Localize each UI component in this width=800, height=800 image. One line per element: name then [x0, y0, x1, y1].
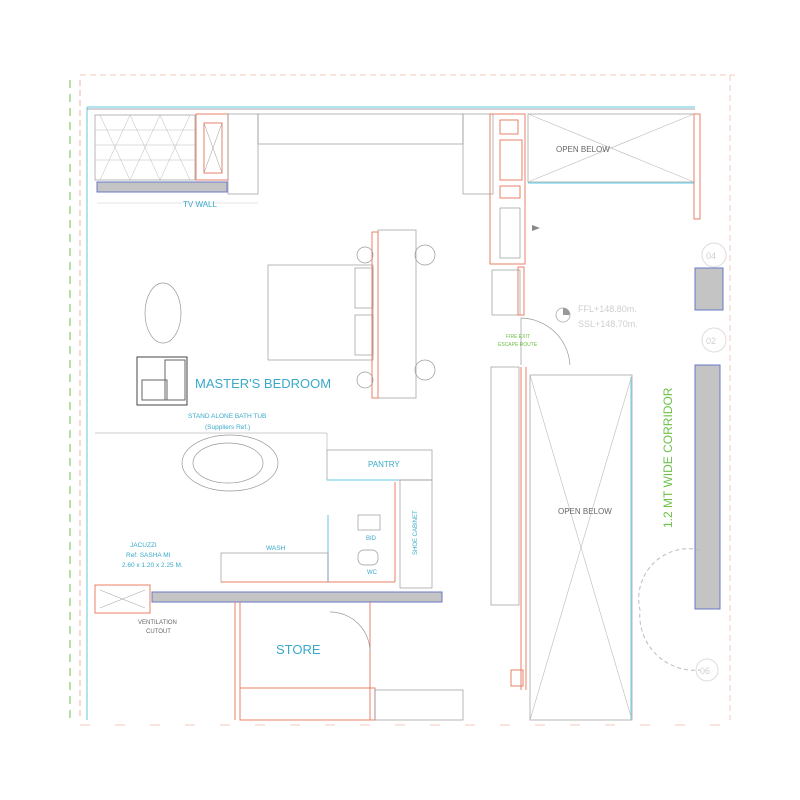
bath-tub-label: STAND ALONE BATH TUB [188, 413, 266, 420]
services-shaft [489, 113, 540, 316]
cutout-label: CUTOUT [146, 629, 171, 635]
ffl-label: FFL+148.80m. [578, 304, 637, 314]
ventilation-cutout [94, 584, 151, 614]
bed [267, 229, 436, 399]
ssl-label: SSL+148.70m. [578, 319, 638, 329]
wc-label: WC [367, 570, 378, 576]
svg-text:04: 04 [706, 251, 716, 261]
escape-route-label: ESCAPE ROUTE [498, 342, 538, 348]
concrete-wall-corridor [694, 364, 721, 610]
shoe-cabinet [399, 479, 433, 589]
svg-text:06: 06 [700, 666, 710, 676]
open-below-label-main: OPEN BELOW [558, 507, 612, 516]
masters-bedroom-label: MASTER'S BEDROOM [195, 376, 331, 391]
grid-bubble: 04 [701, 242, 727, 268]
wc [357, 549, 379, 566]
wash-counter [220, 552, 329, 583]
store-label: STORE [276, 642, 321, 657]
grid-bubble: 06 [695, 658, 719, 682]
wash-label: WASH [266, 545, 286, 552]
store-room [234, 602, 464, 721]
svg-text:02: 02 [706, 336, 716, 346]
open-below-void-top [527, 113, 701, 220]
open-below-void-main [529, 374, 633, 721]
corridor-label: 1.2 MT WIDE CORRIDOR [661, 387, 675, 528]
rug [144, 282, 182, 344]
open-below-label-top: OPEN BELOW [556, 145, 610, 154]
bath-tub-ref-label: (Suppliers Ref.) [205, 424, 250, 431]
bid-label: BID [366, 536, 377, 542]
grid-bubble: 02 [701, 327, 727, 353]
shelving-column [490, 366, 520, 606]
tv-wall-label: TV WALL [183, 200, 217, 209]
ventilation-label: VENTILATION [138, 620, 177, 626]
shoe-cabinet-label: SHOE CABINET [413, 510, 419, 555]
concrete-column-upper [694, 267, 724, 311]
armchair [136, 356, 188, 406]
level-marker: FFL+148.80m. SSL+148.70m. [555, 304, 638, 329]
jacuzzi-ref-label: Ref: SASHA MI [126, 552, 171, 559]
bath-tub [181, 434, 279, 492]
jacuzzi-label: JACUZZI [130, 542, 157, 549]
bidet [357, 514, 381, 531]
fire-exit-label: FIRE EXIT [506, 334, 530, 340]
fire-exit-door [520, 317, 571, 366]
tv-wall [94, 113, 494, 204]
pantry-label: PANTRY [368, 460, 400, 469]
concrete-wall-bath [151, 591, 443, 603]
jacuzzi-size-label: 2.60 x 1.20 x 2.25 M. [122, 562, 183, 569]
